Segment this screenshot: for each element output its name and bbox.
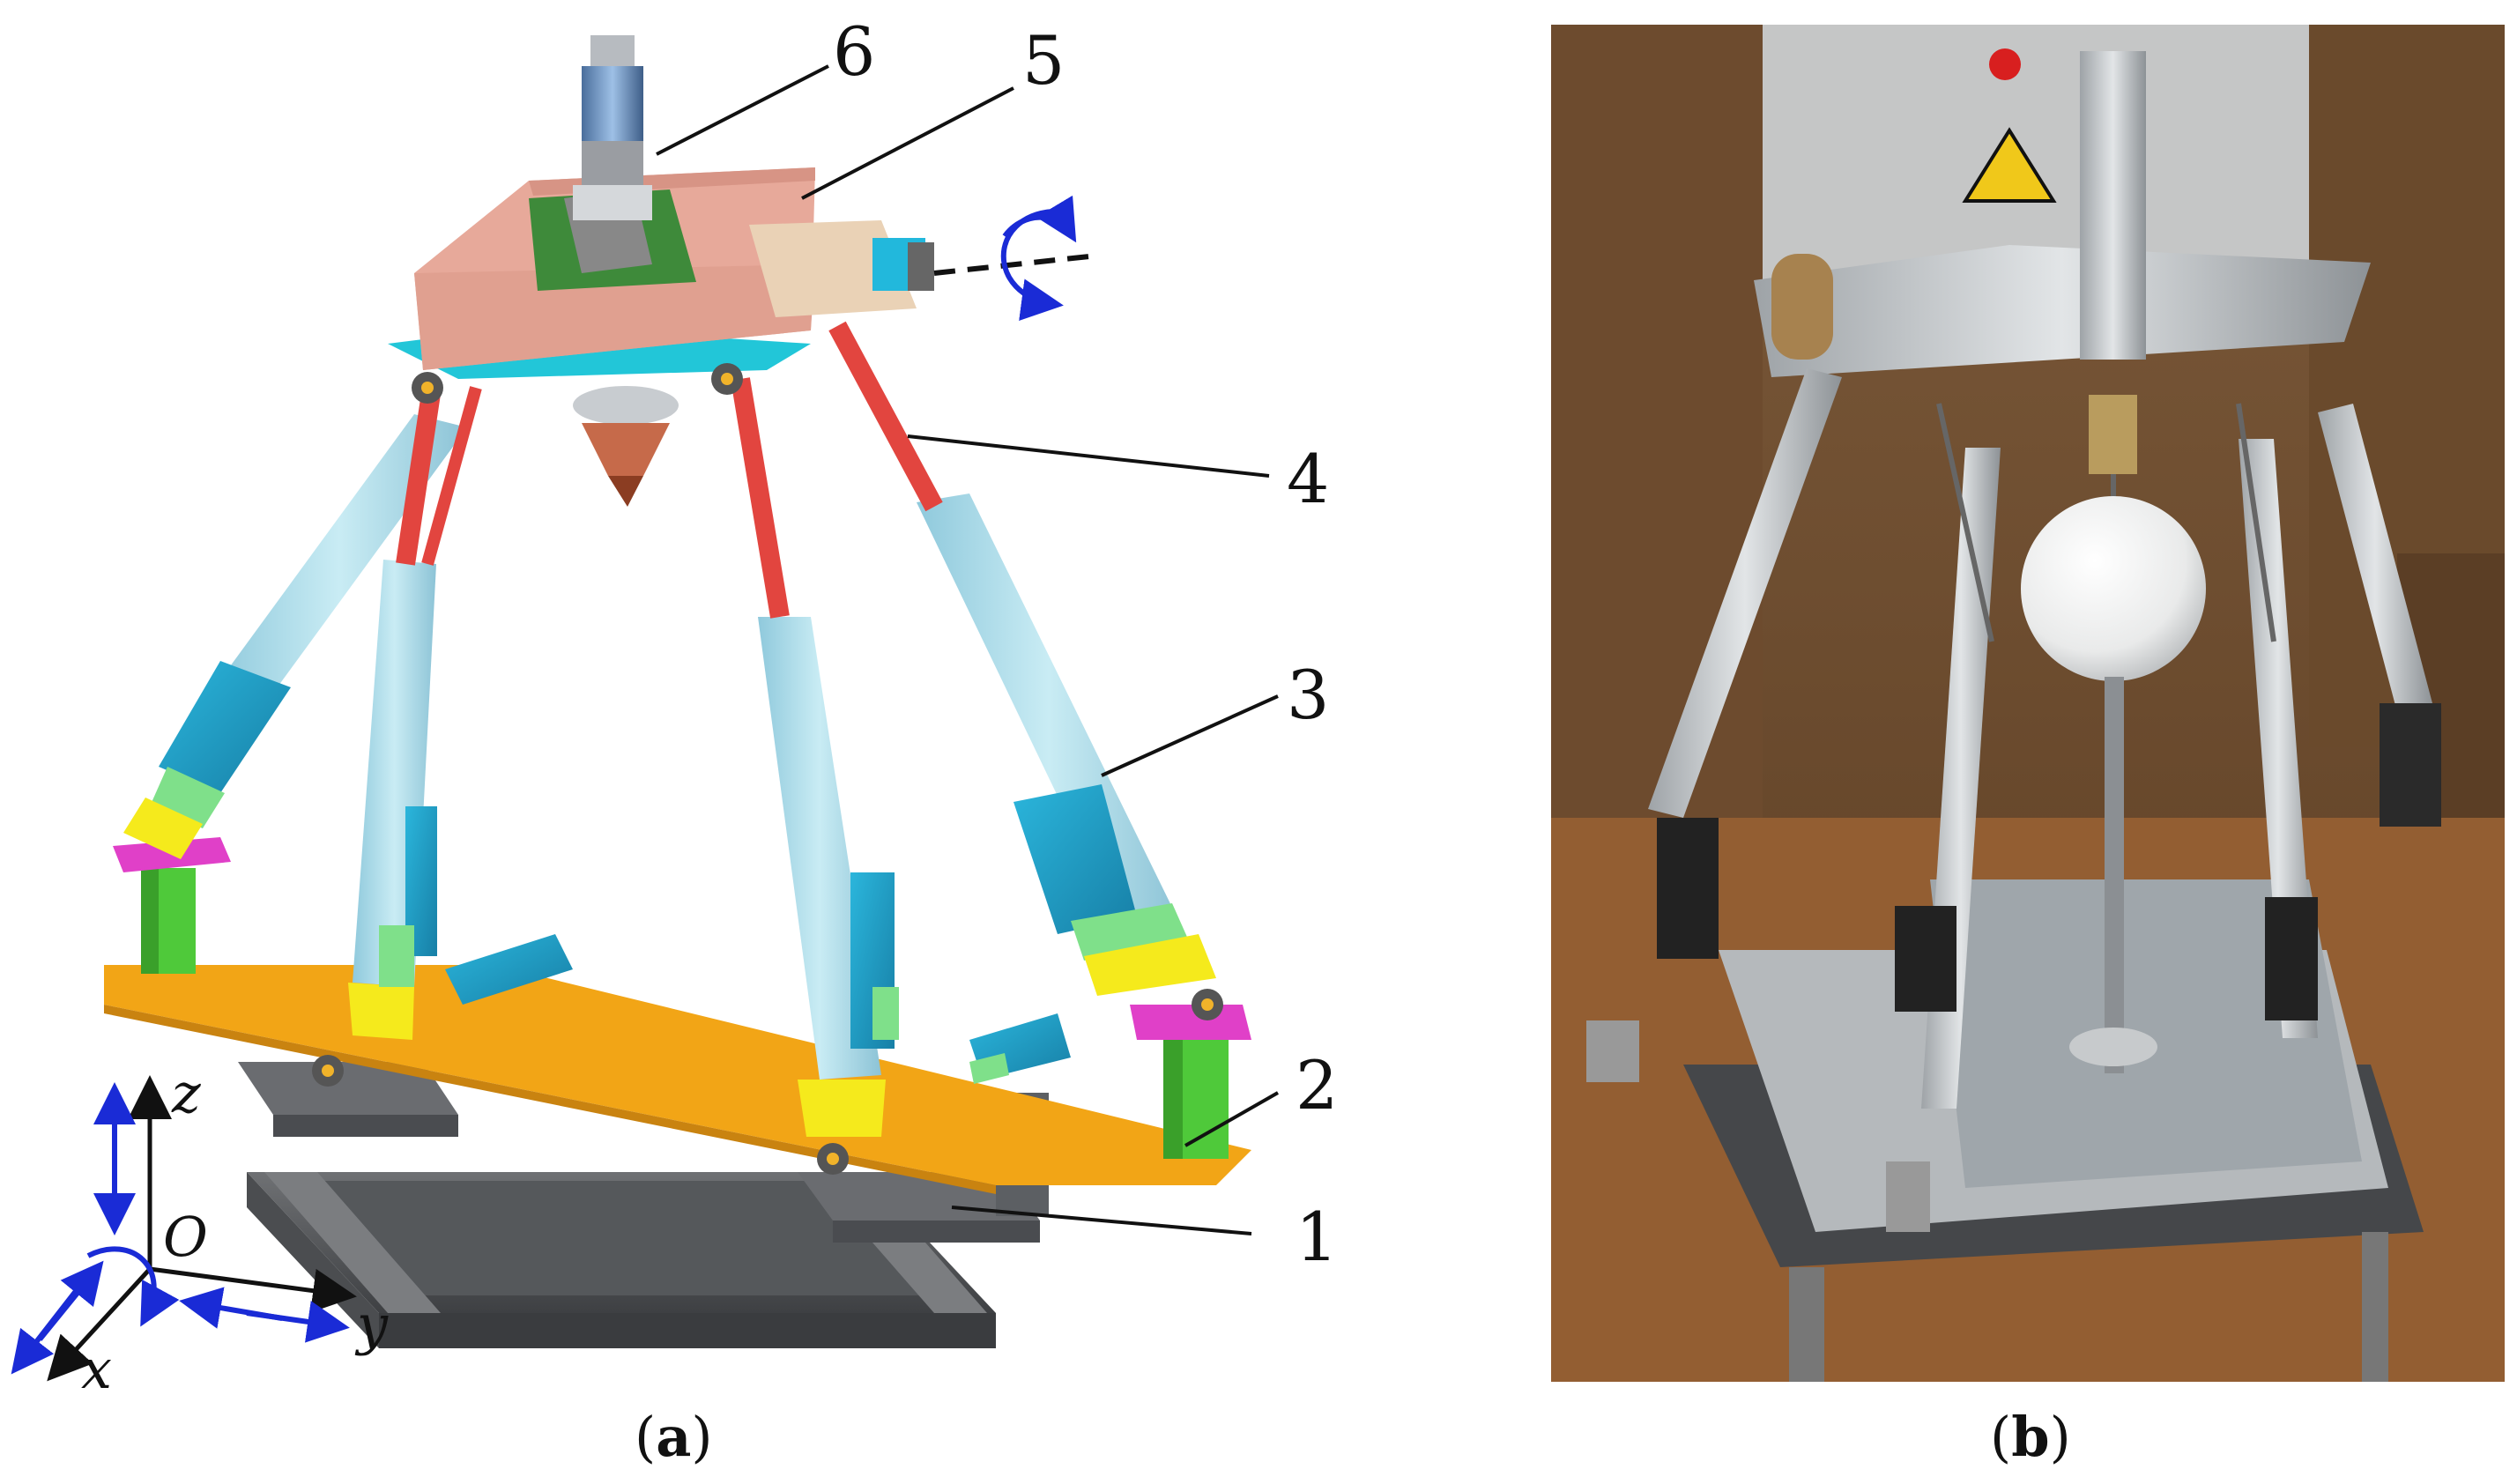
leader-lines	[656, 64, 1279, 1235]
cad-model-figure: 1 2 3 4 5 6 z O y x	[11, 12, 1338, 1392]
callout-4: 4	[1287, 440, 1329, 518]
link-right-back	[917, 493, 1216, 996]
photo-ball-workpiece	[2021, 496, 2206, 1073]
link-left-front	[348, 560, 437, 1040]
axis-label-y: y	[354, 1293, 389, 1357]
beam-actuators	[445, 934, 1071, 1084]
photo-platform	[1754, 51, 2371, 501]
spindle	[573, 35, 679, 507]
prototype-photograph	[1551, 25, 2505, 1382]
axis-label-x: x	[81, 1337, 112, 1392]
link-left-back	[123, 414, 467, 859]
callout-5: 5	[1022, 21, 1065, 100]
callout-6: 6	[833, 12, 875, 91]
link-right-front	[758, 617, 899, 1137]
axis-label-origin: O	[163, 1205, 208, 1269]
green-post-left	[113, 837, 231, 974]
base-frame	[247, 1172, 996, 1348]
platform-rotation-indicator	[933, 195, 1098, 321]
red-rods	[396, 321, 943, 619]
caption-a: (a)	[635, 1405, 713, 1469]
callout-1: 1	[1296, 1198, 1338, 1276]
photo-base-table	[1683, 879, 2424, 1382]
callout-2: 2	[1296, 1046, 1338, 1124]
photo-motors	[1586, 703, 2441, 1232]
joint-wheels	[312, 363, 1223, 1175]
coordinate-axes	[11, 1075, 357, 1382]
moving-platform	[388, 167, 934, 379]
axis-label-z: z	[171, 1061, 201, 1125]
callout-3: 3	[1287, 656, 1329, 734]
caption-b: (b)	[1990, 1405, 2071, 1469]
